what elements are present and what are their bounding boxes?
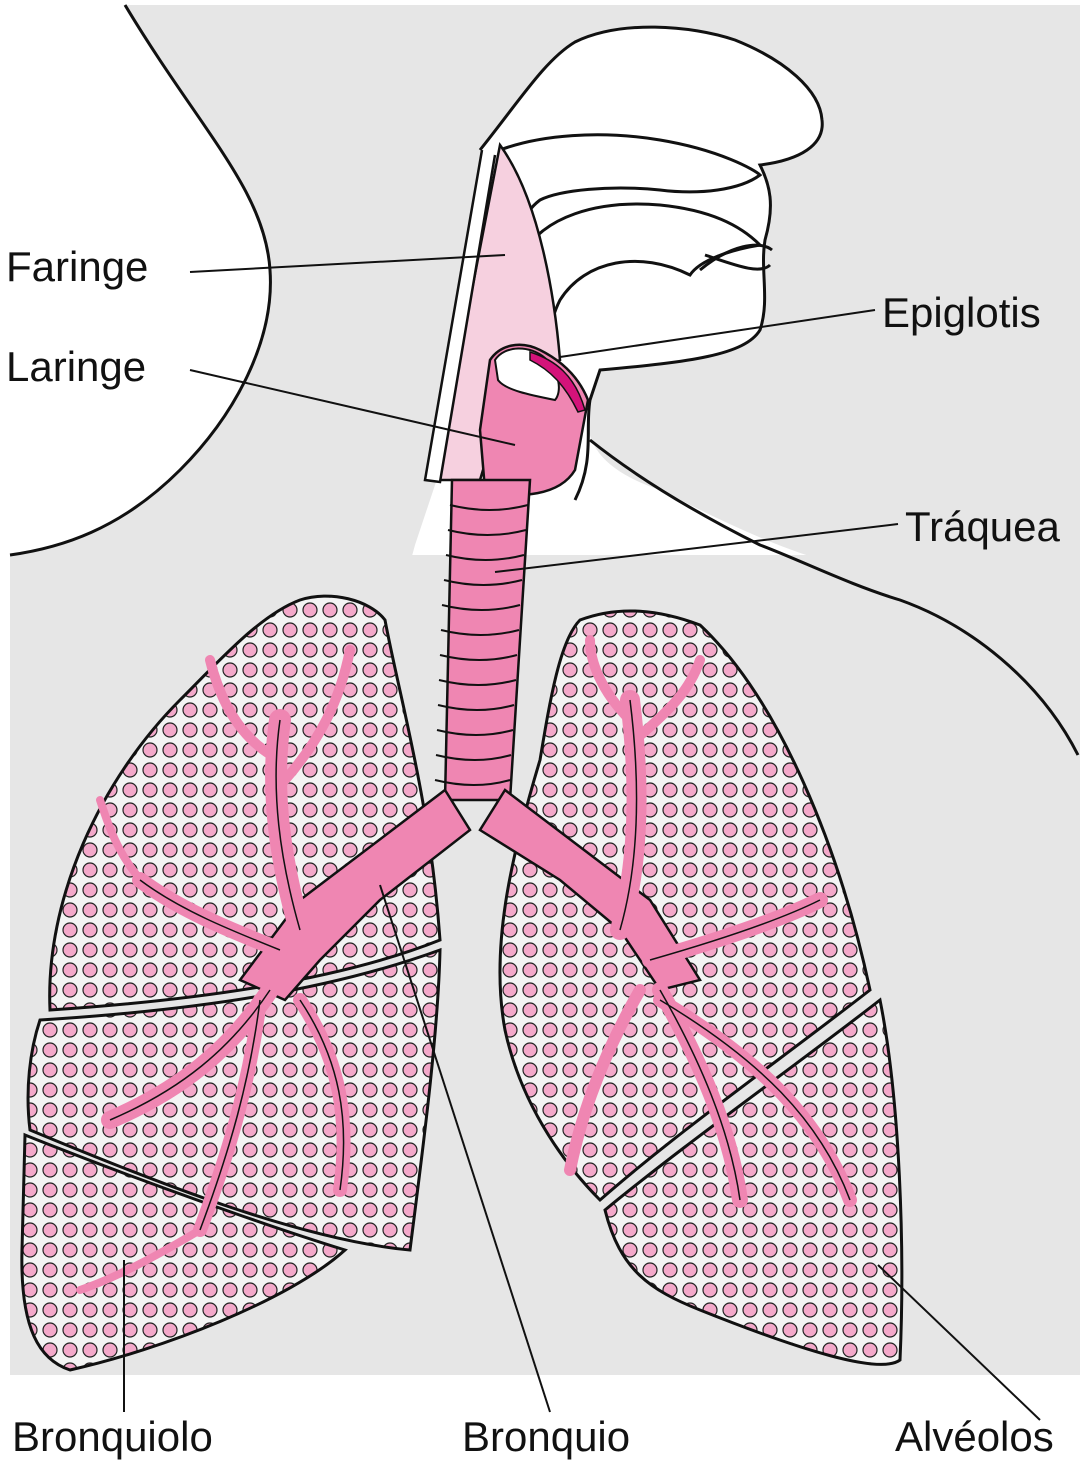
leader-lines (123, 254, 1041, 1421)
leader-laringe (189, 369, 516, 446)
leader-faringe (189, 254, 506, 273)
epiglottis-shape (529, 350, 586, 413)
nasal-cavity (498, 133, 763, 261)
neck-outline-right (589, 438, 1080, 756)
pharynx-back-wall (423, 149, 497, 484)
label-epiglotis: Epiglotis (882, 289, 1041, 336)
label-bronquio: Bronquio (462, 1413, 631, 1460)
left-bronchial-tree-outline (109, 719, 345, 1231)
label-traquea: Tráquea (905, 503, 1060, 550)
leader-traquea (494, 523, 899, 573)
label-faringe: Faringe (6, 243, 149, 290)
neck-outline-left (9, 4, 272, 557)
right-lung-upper-lobe (498, 609, 872, 1203)
leader-alveolos (877, 1264, 1041, 1421)
label-laringe: Laringe (6, 343, 147, 390)
lips (699, 243, 773, 272)
label-bronquiolo: Bronquiolo (12, 1413, 213, 1460)
label-alveolos: Alvéolos (895, 1413, 1054, 1460)
right-main-bronchus (478, 788, 702, 992)
leader-bronquio (379, 884, 551, 1413)
trachea-rings (434, 504, 529, 786)
leader-epiglotis (559, 309, 876, 358)
right-bronchial-tree-outline (619, 699, 851, 1201)
left-lung-lower-lobe (20, 1132, 348, 1372)
